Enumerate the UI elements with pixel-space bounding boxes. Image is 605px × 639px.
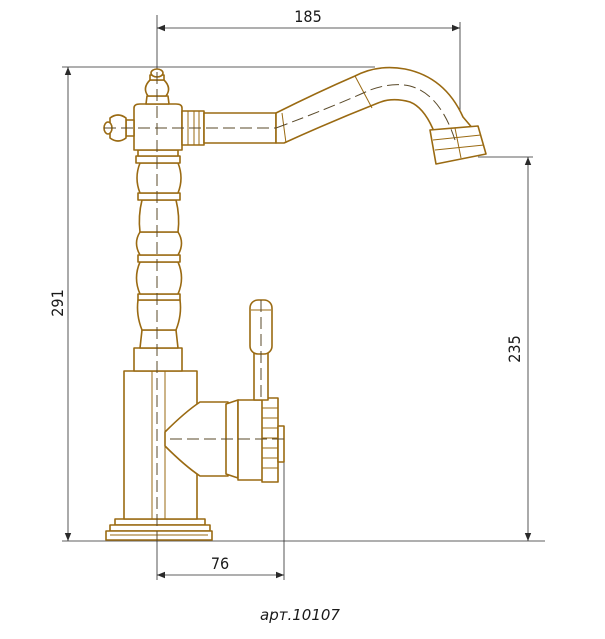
dimension-185-label: 185 [294, 7, 321, 26]
dimension-76: 76 [157, 452, 285, 580]
centerlines [104, 72, 456, 541]
article-label: арт.10107 [260, 606, 340, 624]
column [135, 162, 183, 349]
dimension-291: 291 [48, 66, 545, 542]
faucet-base [105, 518, 213, 541]
faucet-head [103, 68, 205, 164]
spout [203, 66, 487, 165]
knurled-ring [261, 397, 285, 483]
dimension-76-label: 76 [211, 554, 229, 573]
stem-collar [133, 347, 183, 372]
dimension-235: 235 [478, 156, 533, 541]
dimension-235-label: 235 [505, 335, 524, 362]
dimension-291-label: 291 [48, 289, 67, 316]
faucet [103, 66, 487, 541]
